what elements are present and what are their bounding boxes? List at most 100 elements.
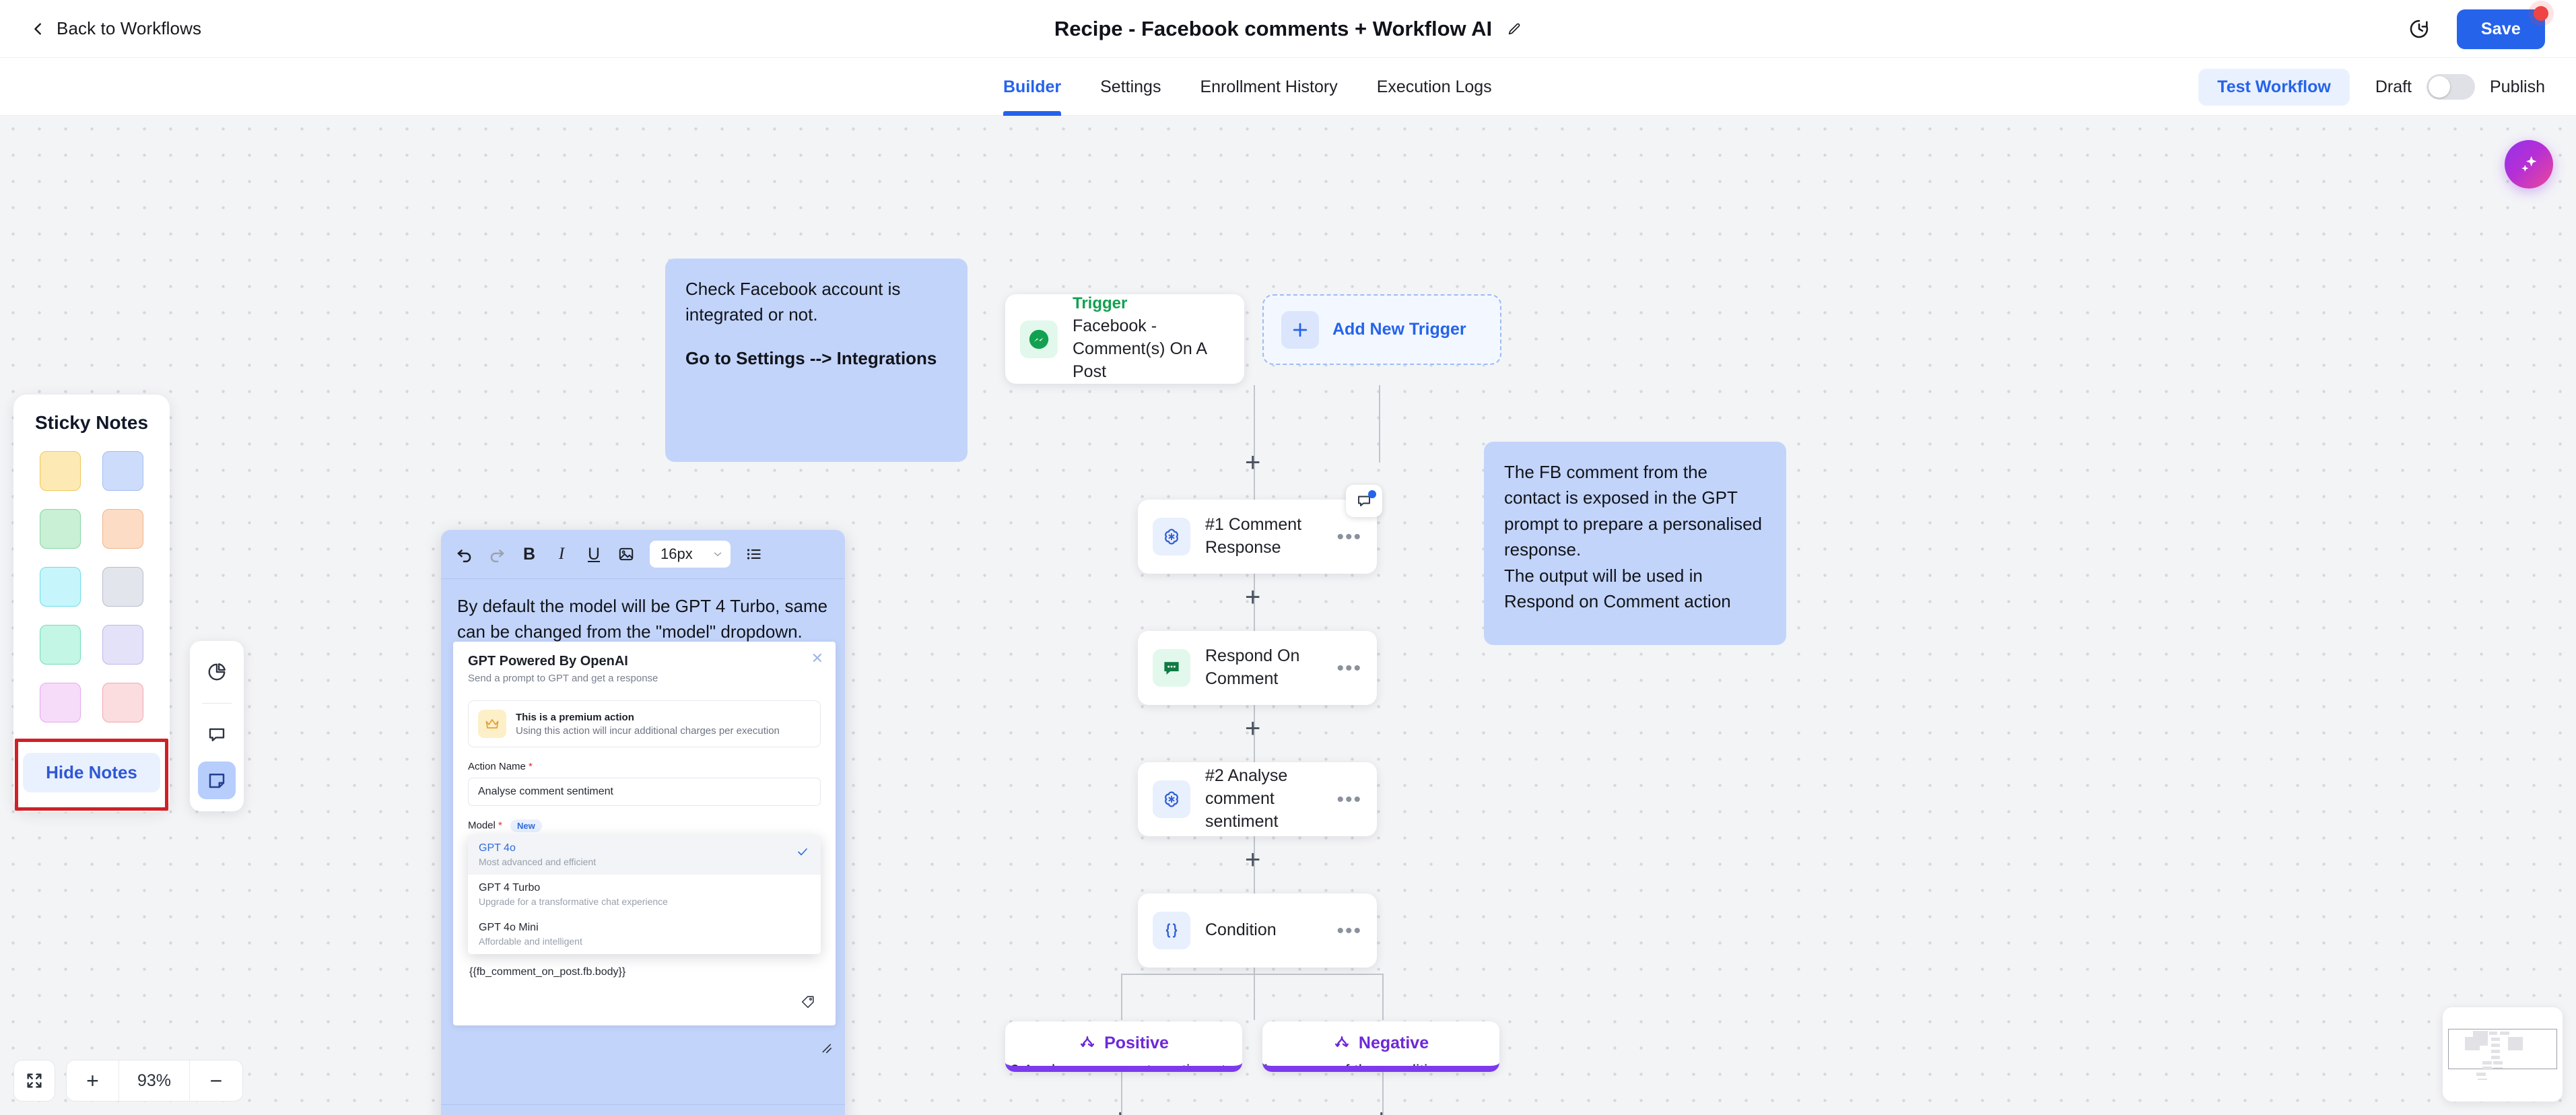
tab-builder[interactable]: Builder: [1003, 58, 1062, 116]
add-step-plus-2[interactable]: +: [1245, 582, 1261, 612]
model-option-gpt-4o-mini[interactable]: GPT 4o Mini Affordable and intelligent: [468, 914, 821, 954]
note-resize-handle[interactable]: [818, 1040, 833, 1054]
swatch-blue[interactable]: [102, 451, 143, 491]
italic-button[interactable]: I: [558, 545, 565, 563]
model-option-gpt-4o[interactable]: GPT 4o Most advanced and efficient: [468, 835, 821, 875]
bold-button[interactable]: B: [522, 544, 536, 564]
sticky-note-line-2: Go to Settings --> Integrations: [685, 347, 937, 368]
back-to-workflows-button[interactable]: Back to Workflows: [31, 18, 201, 39]
model-label-text: Model: [468, 819, 496, 832]
analytics-tool-button[interactable]: [198, 653, 236, 691]
add-step-plus-negative[interactable]: +: [1374, 1106, 1389, 1115]
sticky-note-gpt-prompt-info[interactable]: The FB comment from the contact is expos…: [1484, 442, 1786, 645]
ai-assistant-button[interactable]: [2505, 140, 2553, 189]
canvas-minimap[interactable]: [2443, 1007, 2563, 1102]
model-option-name: GPT 4 Turbo: [479, 882, 541, 893]
underline-button[interactable]: U: [587, 544, 601, 564]
facebook-messenger-icon: [1029, 329, 1049, 349]
premium-text-block: This is a premium action Using this acti…: [516, 712, 780, 737]
sticky-note-icon: [209, 774, 225, 788]
branch-card-positive[interactable]: Positive If "#2 Analyse comment sentimen…: [1005, 1021, 1242, 1072]
tab-enrollment-history[interactable]: Enrollment History: [1200, 77, 1338, 96]
action-name-input[interactable]: Analyse comment sentiment: [468, 778, 821, 806]
minimap-block: [2493, 1061, 2503, 1065]
hide-notes-button[interactable]: Hide Notes: [23, 753, 160, 792]
comment-bubble-icon: [209, 728, 225, 741]
braces-icon-box: [1153, 912, 1190, 949]
openai-icon: [1165, 529, 1178, 545]
history-clock-icon[interactable]: [2408, 18, 2430, 40]
swatch-green[interactable]: [40, 509, 81, 549]
node-trigger-facebook-comment[interactable]: Trigger Facebook - Comment(s) On A Post: [1005, 294, 1244, 384]
sticky-note-tool-button[interactable]: [198, 762, 236, 799]
prompt-value: {{fb_comment_on_post.fb.body}}: [469, 966, 626, 978]
tab-settings[interactable]: Settings: [1100, 77, 1161, 96]
zoom-in-button[interactable]: +: [67, 1060, 119, 1101]
swatch-grey[interactable]: [102, 567, 143, 607]
node-menu-button[interactable]: •••: [1336, 788, 1362, 811]
node-condition[interactable]: Condition •••: [1138, 893, 1377, 968]
minimap-block: [2493, 1067, 2503, 1069]
connector-trigger-to-node1: [1254, 385, 1255, 516]
zoom-out-button[interactable]: −: [209, 1068, 223, 1093]
connector-negative-to-end: [1382, 1072, 1384, 1115]
insert-image-icon[interactable]: [617, 545, 635, 563]
sticky-note-facebook-integration[interactable]: Check Facebook account is integrated or …: [665, 259, 968, 462]
add-step-plus-4[interactable]: +: [1245, 845, 1261, 875]
add-step-plus-3[interactable]: +: [1245, 714, 1261, 743]
plus-icon-box: [1281, 310, 1319, 349]
bulleted-list-icon[interactable]: [745, 545, 763, 563]
required-asterisk-model: *: [495, 819, 502, 832]
prompt-input-area[interactable]: {{fb_comment_on_post.fb.body}}: [468, 964, 821, 1013]
zoom-level-label[interactable]: 93%: [119, 1060, 190, 1101]
add-step-plus-1[interactable]: +: [1245, 448, 1261, 477]
font-size-select[interactable]: 16px: [650, 541, 731, 568]
branch-card-negative[interactable]: Negative When none of the conditions are…: [1262, 1021, 1499, 1072]
redo-icon[interactable]: [488, 545, 506, 563]
swatch-pink[interactable]: [40, 683, 81, 722]
node-respond-on-comment[interactable]: Respond On Comment •••: [1138, 631, 1377, 705]
model-option-desc: Upgrade for a transformative chat experi…: [479, 896, 668, 907]
undo-icon[interactable]: [456, 545, 473, 563]
fit-to-screen-button[interactable]: [13, 1060, 55, 1102]
tab-execution-logs[interactable]: Execution Logs: [1376, 77, 1492, 96]
sticky-note-editor[interactable]: B I U 16px: [441, 530, 845, 1115]
trigger-label: Facebook - Comment(s) On A Post: [1073, 316, 1207, 381]
node-analyse-comment-sentiment[interactable]: #2 Analyse comment sentiment •••: [1138, 762, 1377, 836]
branch-description: If "#2 Analyse comment sentiment - R...: [1005, 1062, 1242, 1072]
minimap-viewport[interactable]: [2448, 1029, 2557, 1070]
new-badge: New: [510, 819, 542, 832]
close-icon[interactable]: ✕: [811, 650, 823, 667]
openai-icon-box: [1153, 780, 1190, 818]
page-title: Recipe - Facebook comments + Workflow AI: [1054, 17, 1493, 40]
publish-toggle[interactable]: [2427, 74, 2475, 100]
model-option-gpt-4-turbo[interactable]: GPT 4 Turbo Upgrade for a transformative…: [468, 875, 821, 914]
node-comment-badge[interactable]: [1346, 485, 1382, 517]
comment-tool-button[interactable]: [198, 716, 236, 753]
canvas-mini-toolbar: [190, 641, 244, 811]
swatch-peach[interactable]: [102, 509, 143, 549]
note-editor-body[interactable]: By default the model will be GPT 4 Turbo…: [441, 579, 845, 1104]
swatch-cyan[interactable]: [40, 567, 81, 607]
sticky-note-spacer: [685, 328, 947, 345]
edit-pencil-icon[interactable]: [1507, 22, 1522, 36]
swatch-yellow[interactable]: [40, 451, 81, 491]
node-menu-button[interactable]: •••: [1336, 656, 1362, 679]
test-workflow-button[interactable]: Test Workflow: [2198, 68, 2350, 106]
sticky-note-line-1: Check Facebook account is integrated or …: [685, 279, 901, 325]
premium-action-banner: This is a premium action Using this acti…: [468, 700, 821, 747]
swatch-mint[interactable]: [40, 625, 81, 665]
workflow-canvas[interactable]: Sticky Notes Hide Notes: [0, 116, 2576, 1115]
node-menu-button[interactable]: •••: [1336, 525, 1362, 548]
node-menu-button[interactable]: •••: [1336, 919, 1362, 942]
note-editor-toolbar: B I U 16px: [441, 530, 845, 579]
minimap-block: [2482, 1067, 2492, 1070]
node-comment-response[interactable]: #1 Comment Response •••: [1138, 485, 1382, 574]
add-new-trigger-button[interactable]: Add New Trigger: [1262, 294, 1501, 365]
swatch-lavender[interactable]: [102, 625, 143, 665]
swatch-rose[interactable]: [102, 683, 143, 722]
add-step-plus-positive[interactable]: +: [1112, 1106, 1128, 1115]
save-button[interactable]: Save: [2456, 5, 2548, 49]
tag-icon[interactable]: [801, 994, 815, 1009]
crown-icon: [485, 719, 499, 729]
